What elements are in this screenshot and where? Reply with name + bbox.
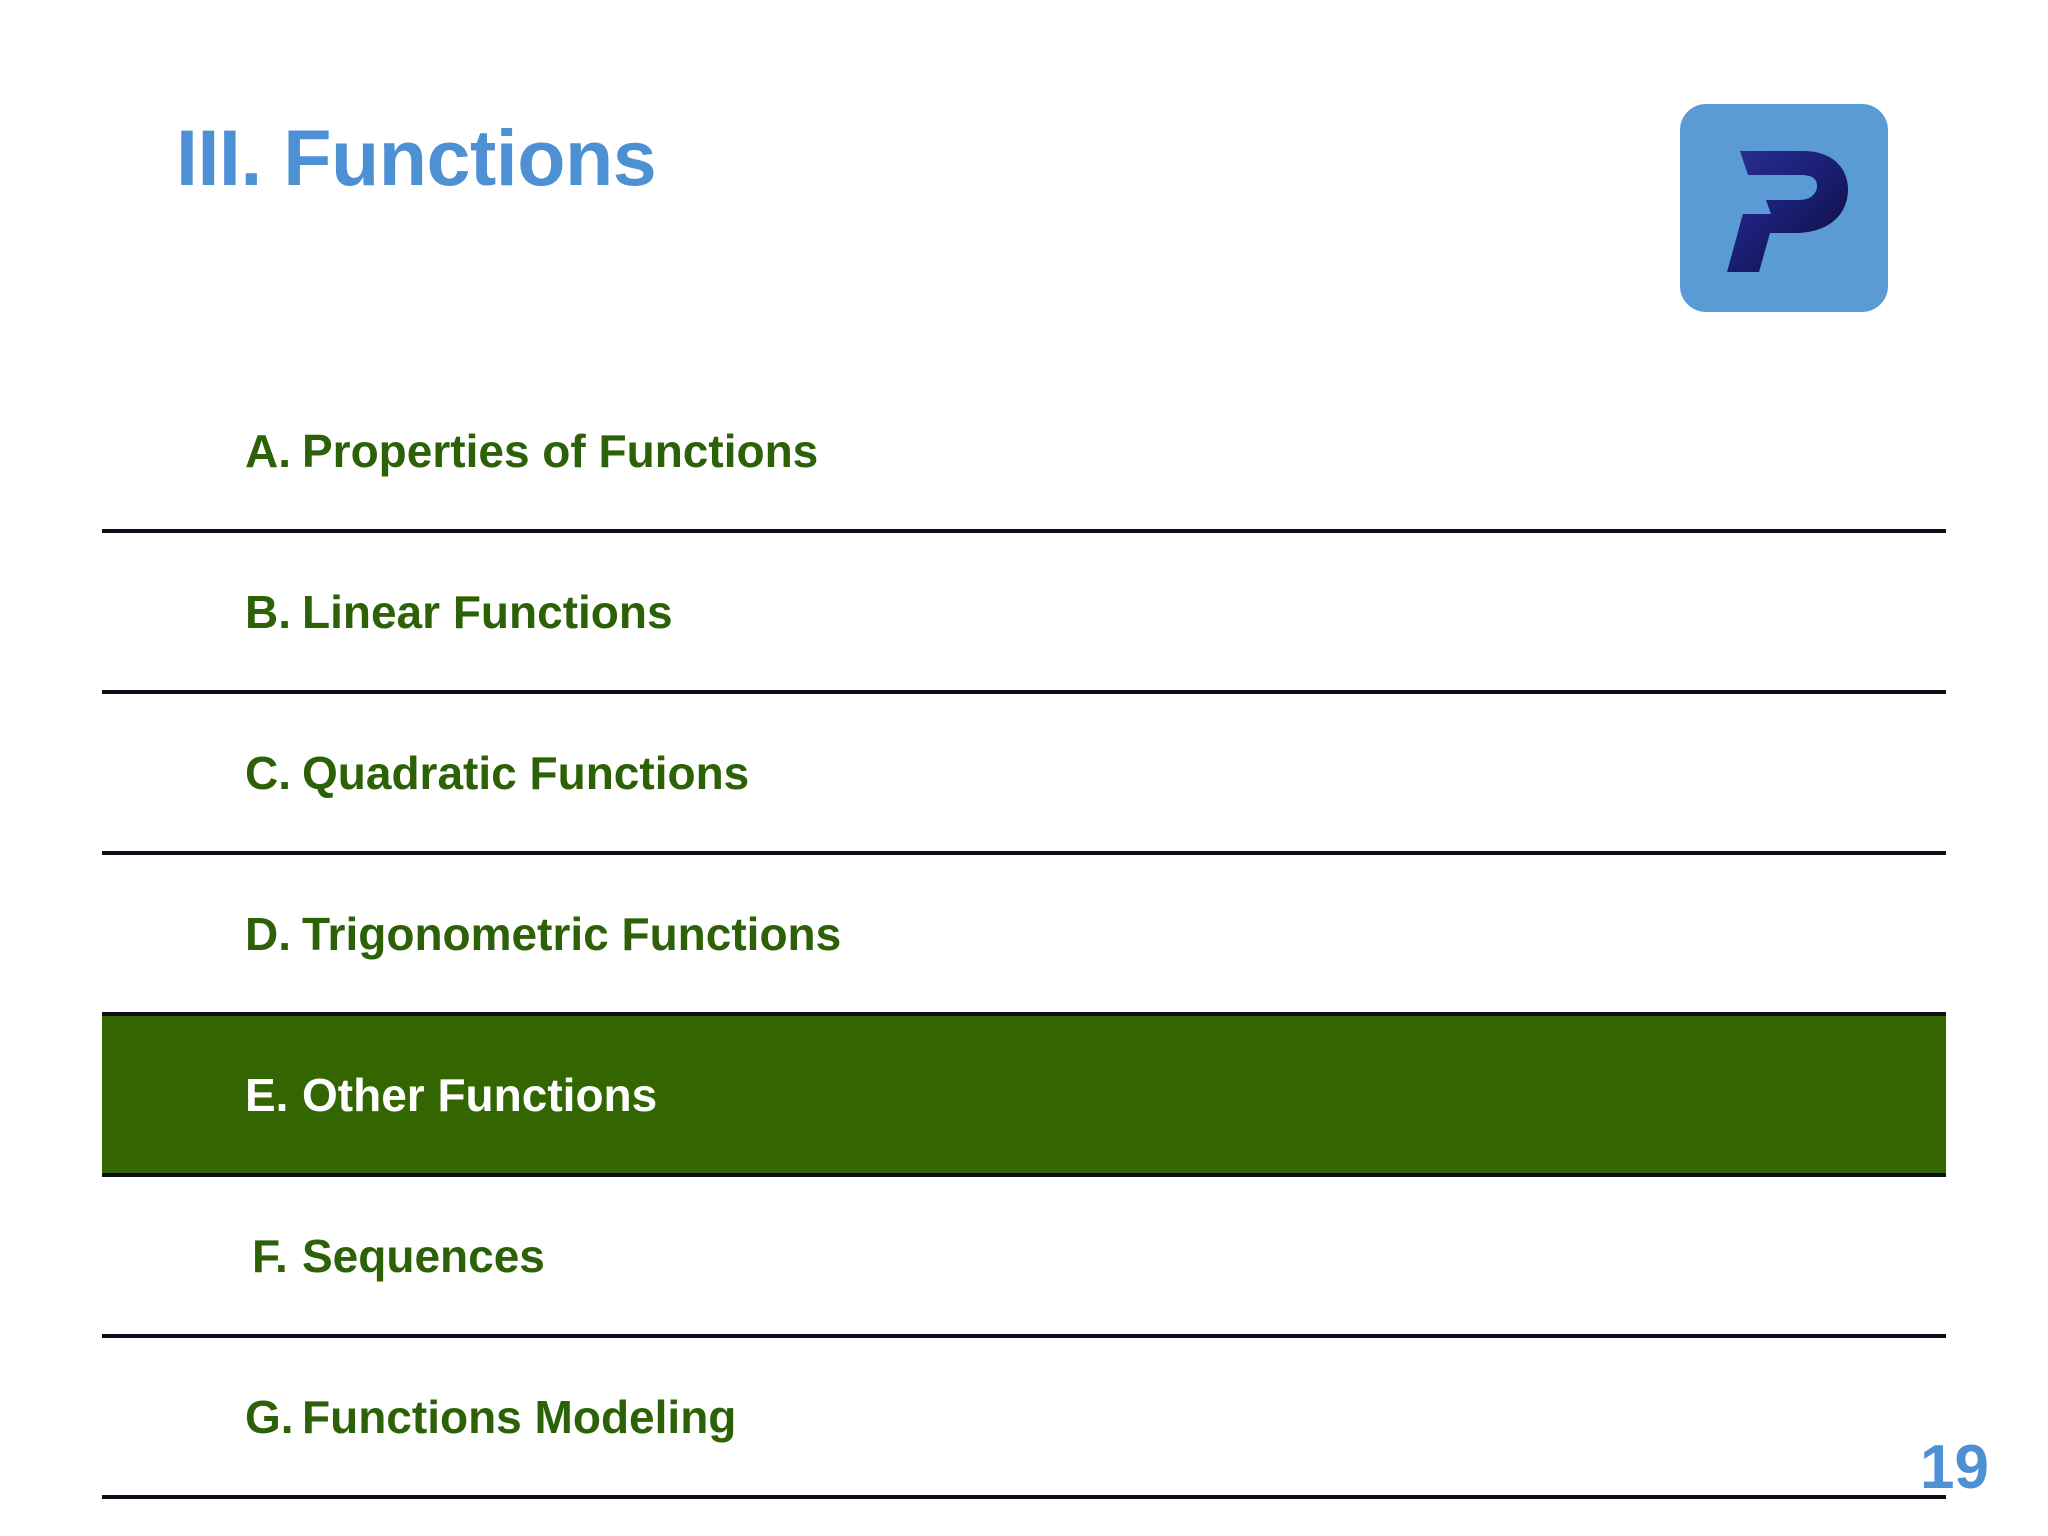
outline-label-a: Properties of Functions [302,424,819,477]
brand-logo [1680,104,1888,312]
outline-letter-f: F. [252,1229,288,1282]
outline-label-e: Other Functions [302,1068,658,1121]
outline-label-d: Trigonometric Functions [302,907,842,960]
outline-letter-a: A. [245,424,291,477]
logo-p-icon [1727,151,1848,272]
outline-row-f[interactable]: F. Sequences [102,1177,1946,1338]
outline-letter-b: B. [245,585,291,638]
page-title: III. Functions [176,113,657,202]
outline-row-c[interactable]: C. Quadratic Functions [102,694,1946,855]
outline-row-g[interactable]: G. Functions Modeling [102,1338,1946,1499]
page-number: 19 [1920,1433,1989,1502]
outline-letter-d: D. [245,907,291,960]
outline-letter-g: G. [245,1390,294,1443]
outline-row-d[interactable]: D. Trigonometric Functions [102,855,1946,1016]
outline-row-b[interactable]: B. Linear Functions [102,533,1946,694]
outline-row-e-selected[interactable]: E. Other Functions [102,1016,1946,1177]
outline-letter-e: E. [245,1068,289,1121]
outline-list: A. Properties of Functions B. Linear Fun… [102,372,1946,1499]
outline-label-b: Linear Functions [302,585,673,638]
outline-label-f: Sequences [302,1229,545,1282]
outline-letter-c: C. [245,746,291,799]
outline-label-g: Functions Modeling [302,1390,737,1443]
outline-row-a[interactable]: A. Properties of Functions [102,372,1946,533]
outline-label-c: Quadratic Functions [302,746,750,799]
